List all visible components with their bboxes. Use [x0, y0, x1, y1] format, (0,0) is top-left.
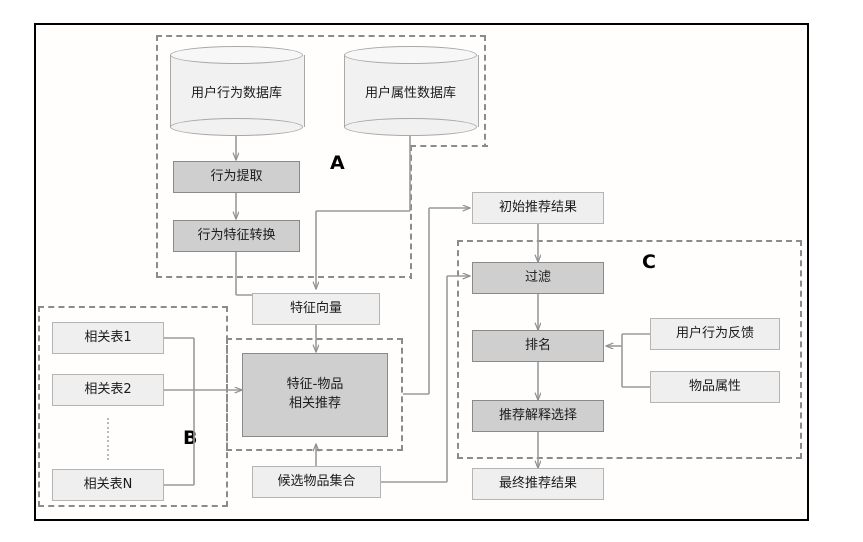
node-label-line-1: 特征-物品: [286, 377, 344, 393]
node-feature-item-recommender[interactable]: 特征-物品 相关推荐: [242, 353, 388, 437]
node-label: 用户属性数据库: [364, 85, 456, 101]
group-a-label: A: [330, 152, 345, 174]
node-relation-table-2[interactable]: 相关表2: [52, 374, 164, 406]
node-user-profile-db[interactable]: 用户属性数据库: [344, 46, 479, 136]
node-user-behavior-feedback[interactable]: 用户行为反馈: [650, 318, 780, 350]
node-item-attributes[interactable]: 物品属性: [650, 371, 780, 403]
node-final-recommend-result[interactable]: 最终推荐结果: [472, 468, 604, 500]
node-relation-table-1[interactable]: 相关表1: [52, 322, 164, 354]
node-behavior-extract[interactable]: 行为提取: [173, 161, 300, 193]
node-candidate-item-set[interactable]: 候选物品集合: [252, 466, 381, 498]
node-ranking[interactable]: 排名: [472, 330, 604, 362]
group-a-notch-edge: [410, 145, 488, 279]
cylinder-body: [170, 55, 305, 127]
node-label-line-2: 相关推荐: [288, 396, 341, 411]
relation-table-ellipsis: [107, 418, 109, 460]
node-filter[interactable]: 过滤: [472, 262, 604, 294]
cylinder-bottom: [170, 118, 303, 136]
cylinder-top: [170, 46, 303, 64]
node-feature-vector[interactable]: 特征向量: [252, 293, 380, 325]
node-label: 用户行为数据库: [190, 85, 282, 101]
node-user-behavior-db[interactable]: 用户行为数据库: [170, 46, 305, 136]
cylinder-bottom: [344, 118, 477, 136]
node-initial-recommend-result[interactable]: 初始推荐结果: [472, 192, 604, 224]
node-behavior-feature-transform[interactable]: 行为特征转换: [173, 220, 300, 252]
group-c-boundary: [457, 240, 802, 459]
group-b-label: B: [183, 427, 198, 449]
node-explain-selection[interactable]: 推荐解释选择: [472, 400, 604, 432]
node-relation-table-n[interactable]: 相关表N: [52, 469, 164, 501]
cylinder-body: [344, 55, 479, 127]
cylinder-top: [344, 46, 477, 64]
group-c-label: C: [642, 251, 656, 273]
